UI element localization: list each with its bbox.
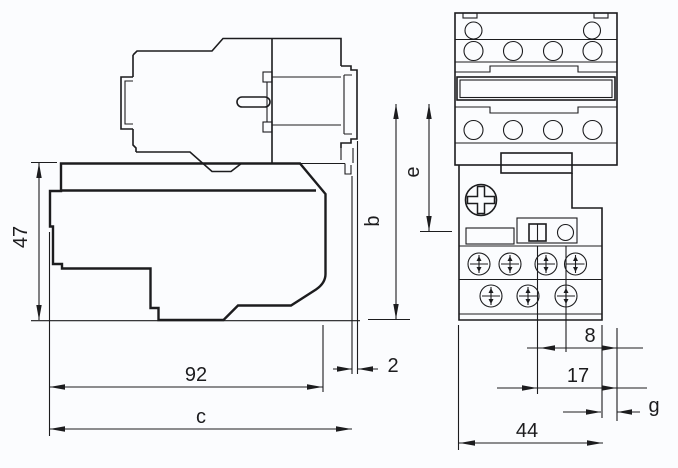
side-extension-lines bbox=[48, 141, 359, 436]
terminal-hole bbox=[464, 21, 483, 40]
terminal-hole bbox=[463, 119, 484, 141]
dimension-92: 92 bbox=[49, 364, 323, 390]
screw bbox=[534, 252, 558, 276]
relay-body-outline bbox=[48, 162, 327, 322]
dimension-e-label: e bbox=[402, 166, 424, 177]
dimension-c: c bbox=[49, 406, 352, 432]
dimension-44: 44 bbox=[459, 420, 603, 446]
front-upper-body bbox=[454, 12, 618, 166]
adjustment-dial bbox=[464, 183, 498, 217]
coupling-tab bbox=[500, 152, 573, 174]
side-view bbox=[31, 37, 360, 322]
dial-recess bbox=[465, 227, 515, 245]
dimension-47: 47 bbox=[10, 161, 57, 320]
dimension-8-label: 8 bbox=[584, 325, 595, 347]
dimension-b-label: b bbox=[362, 215, 384, 226]
dimension-c-label: c bbox=[196, 406, 206, 428]
front-extension-lines bbox=[457, 246, 618, 450]
front-view bbox=[454, 12, 618, 321]
front-section-lines bbox=[455, 38, 617, 144]
dimension-g-label: g bbox=[648, 395, 659, 417]
reset-button bbox=[556, 223, 575, 242]
screw bbox=[467, 252, 491, 276]
dimensions: 47 92 c 2 b bbox=[10, 104, 660, 450]
terminal-hole bbox=[542, 119, 564, 141]
din-bracket-inner bbox=[343, 74, 352, 135]
dimension-g: g bbox=[563, 395, 660, 417]
terminal-hole bbox=[502, 119, 524, 141]
terminal-hole bbox=[502, 40, 524, 62]
side-left-tab-outer bbox=[120, 76, 133, 130]
dimension-47-label: 47 bbox=[10, 226, 32, 248]
terminal-hole bbox=[582, 21, 602, 40]
screw bbox=[479, 284, 503, 308]
front-lower-body bbox=[458, 165, 603, 321]
terminal-screws-row-a bbox=[467, 252, 588, 276]
test-reset-box bbox=[516, 217, 578, 244]
dimension-e: e bbox=[402, 104, 452, 233]
contactor-terminal-lines bbox=[272, 76, 341, 126]
dimension-92-label: 92 bbox=[185, 364, 207, 386]
contactor-top-outline bbox=[132, 37, 342, 66]
terminal-screws-row-b bbox=[479, 284, 578, 308]
bracket-lower-lines bbox=[340, 148, 354, 163]
screw bbox=[516, 284, 540, 308]
terminal-tab-bottom bbox=[262, 121, 273, 133]
label-window-outer bbox=[456, 76, 616, 101]
terminal-tab-top bbox=[262, 71, 273, 83]
dimension-17-label: 17 bbox=[567, 365, 589, 387]
terminal-hole bbox=[463, 40, 484, 62]
dimension-44-label: 44 bbox=[516, 420, 538, 442]
dimension-17: 17 bbox=[497, 365, 647, 391]
window-band-top bbox=[455, 65, 617, 73]
adjustment-dial-cross bbox=[466, 185, 496, 215]
terminal-hole bbox=[582, 40, 603, 62]
label-window-inner bbox=[459, 79, 613, 99]
screw bbox=[563, 252, 588, 276]
din-bracket-outer bbox=[340, 65, 358, 148]
screw bbox=[498, 252, 522, 276]
dimension-2: 2 bbox=[333, 355, 399, 377]
terminal-hole bbox=[582, 119, 603, 141]
actuator-pin bbox=[236, 96, 271, 108]
lower-body-lines bbox=[459, 245, 602, 315]
dimension-b: b bbox=[362, 104, 410, 321]
top-notch-right bbox=[593, 12, 609, 19]
terminal-hole bbox=[542, 40, 564, 62]
rear-hook bbox=[300, 162, 352, 175]
window-band-bottom bbox=[455, 106, 617, 114]
side-left-tab-inner bbox=[124, 80, 133, 125]
contactor-left-edge bbox=[132, 55, 137, 152]
top-notch-left bbox=[462, 12, 478, 19]
dimension-8: 8 bbox=[527, 325, 643, 351]
contactor-bottom-edge bbox=[136, 151, 243, 173]
dimension-2-label: 2 bbox=[387, 355, 398, 377]
